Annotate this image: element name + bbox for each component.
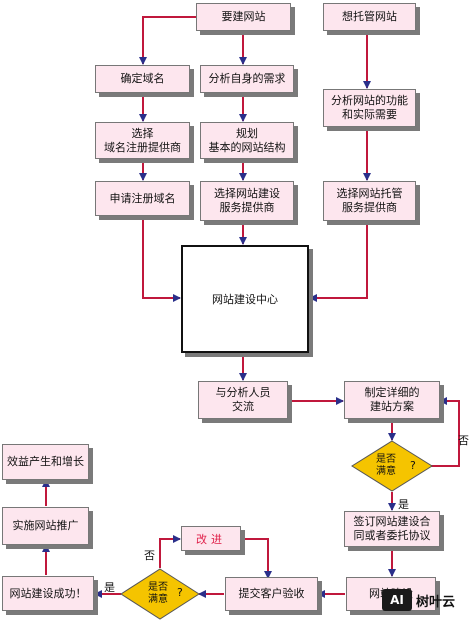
decision-diamond-2	[120, 568, 200, 620]
node-choose-registrar: 选择 域名注册提供商	[95, 122, 190, 159]
node-confirm-domain: 确定域名	[95, 65, 190, 93]
watermark: AI 树叶云	[382, 589, 455, 611]
decision-2-question: ?	[177, 586, 183, 599]
node-choose-host: 选择网站托管 服务提供商	[323, 181, 416, 221]
node-analyze-needs: 分析自身的需求	[200, 65, 294, 93]
decision-diamond-1	[351, 440, 433, 492]
label-yes-2: 是	[104, 581, 115, 594]
arrow-build-to-domain	[139, 16, 210, 65]
node-build-site: 要建网站	[196, 3, 291, 31]
node-analyze-functions: 分析网站的功能 和实际需要	[323, 89, 416, 127]
decision-1-question: ?	[410, 459, 416, 472]
node-sign-contract: 签订网站建设合 同或者委托协议	[344, 511, 440, 547]
label-no-2: 否	[144, 549, 155, 562]
node-choose-builder: 选择网站建设 服务提供商	[200, 181, 294, 221]
node-benefit: 效益产生和增长	[2, 444, 89, 480]
arrow-hostprov-to-center	[309, 220, 368, 302]
decision-1-text: 是否 满意	[376, 454, 396, 477]
node-success: 网站建设成功！	[2, 576, 94, 611]
arrow-improve-to-submit	[240, 538, 272, 579]
node-submit-accept: 提交客户验收	[225, 577, 318, 611]
label-yes-1: 是	[398, 498, 409, 511]
arrow-register-to-center	[142, 215, 181, 302]
arrow-decision2-no	[159, 535, 181, 568]
decision-2-text: 是否 满意	[148, 582, 168, 605]
node-host-site: 想托管网站	[323, 3, 416, 31]
node-plan-structure: 规划 基本的网站结构	[200, 122, 294, 159]
node-improve: 改进	[181, 526, 241, 551]
node-plan-detail: 制定详细的 建站方案	[344, 381, 440, 419]
node-center: 网站建设中心	[181, 245, 309, 353]
label-no-1: 否	[458, 434, 469, 447]
node-promote: 实施网站推广	[2, 507, 89, 545]
node-communicate: 与分析人员 交流	[198, 381, 288, 419]
watermark-text: 树叶云	[416, 594, 456, 610]
watermark-logo: AI	[382, 589, 412, 611]
node-register-domain: 申请注册域名	[95, 181, 190, 216]
arrow-decision1-no	[430, 397, 460, 467]
